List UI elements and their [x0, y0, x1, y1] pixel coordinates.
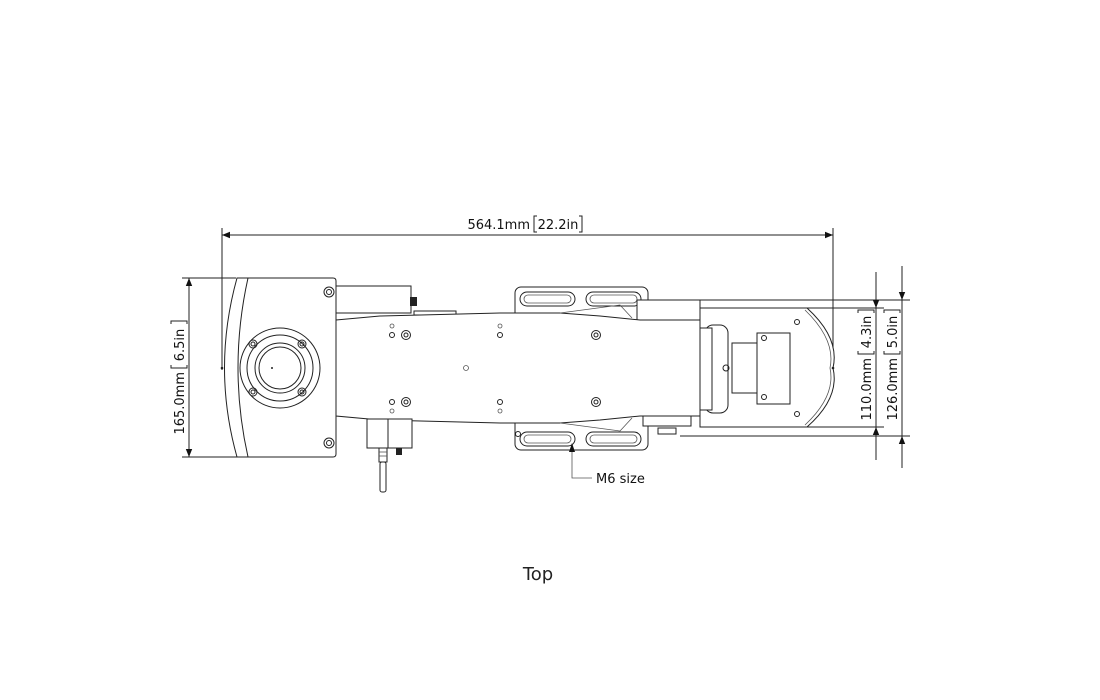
overall-length-imperial: 22.2in	[538, 218, 579, 233]
callout-m6-label: M6 size	[596, 472, 645, 487]
tool-flange	[699, 307, 835, 428]
base-width-imperial: 6.5in	[173, 329, 188, 362]
dimension-tool-widths: 110.0mm 4.3in 126.0mm 5.0in	[648, 266, 910, 468]
callout-m6: M6 size	[569, 443, 645, 487]
overall-length-metric: 564.1mm	[467, 218, 530, 233]
tool-outer-width-imperial: 5.0in	[886, 316, 901, 349]
cable-connector	[366, 418, 413, 493]
view-label: Top	[522, 564, 553, 585]
tool-inner-width-metric: 110.0mm	[860, 358, 875, 421]
base-width-metric: 165.0mm	[173, 372, 188, 435]
robot-base	[220, 277, 337, 458]
dimension-overall-length: 564.1mm 22.2in	[221, 215, 834, 370]
robot-arm	[335, 285, 835, 493]
arm-holes	[389, 323, 601, 414]
tool-inner-width-imperial: 4.3in	[860, 316, 875, 349]
tool-outer-width-metric: 126.0mm	[886, 358, 901, 421]
joint-screws	[248, 286, 335, 449]
dimension-base-width: 165.0mm 6.5in	[170, 277, 238, 458]
